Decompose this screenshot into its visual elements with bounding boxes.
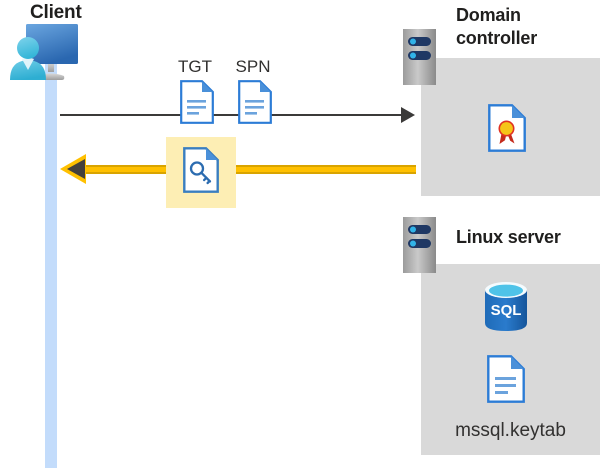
spn-label: SPN	[235, 57, 271, 76]
certificate-document-icon	[488, 104, 526, 152]
tgt-document-icon	[180, 80, 214, 124]
linux-server-icon	[403, 217, 436, 273]
keytab-document-icon	[487, 355, 525, 403]
domain-controller-title-line1: Domain	[456, 5, 521, 25]
client-lifeline	[45, 62, 57, 468]
client-workstation-icon	[8, 22, 92, 84]
response-arrow-head-icon	[67, 159, 85, 179]
client-title: Client	[30, 2, 82, 23]
keytab-filename-label: mssql.keytab	[455, 420, 566, 441]
sql-database-icon: SQL	[482, 281, 530, 333]
request-arrow-line	[60, 114, 405, 116]
spn-document-icon	[238, 80, 272, 124]
sql-database-label: SQL	[491, 302, 522, 319]
domain-controller-server-icon	[403, 29, 436, 85]
response-arrow-line	[78, 165, 416, 174]
tgt-label: TGT	[178, 57, 212, 76]
domain-controller-title-line2: controller	[456, 28, 538, 48]
domain-controller-title: Domain controller	[456, 4, 596, 50]
key-document-icon	[183, 147, 219, 193]
request-arrow-head-icon	[401, 107, 415, 123]
linux-server-title: Linux server	[456, 227, 561, 247]
